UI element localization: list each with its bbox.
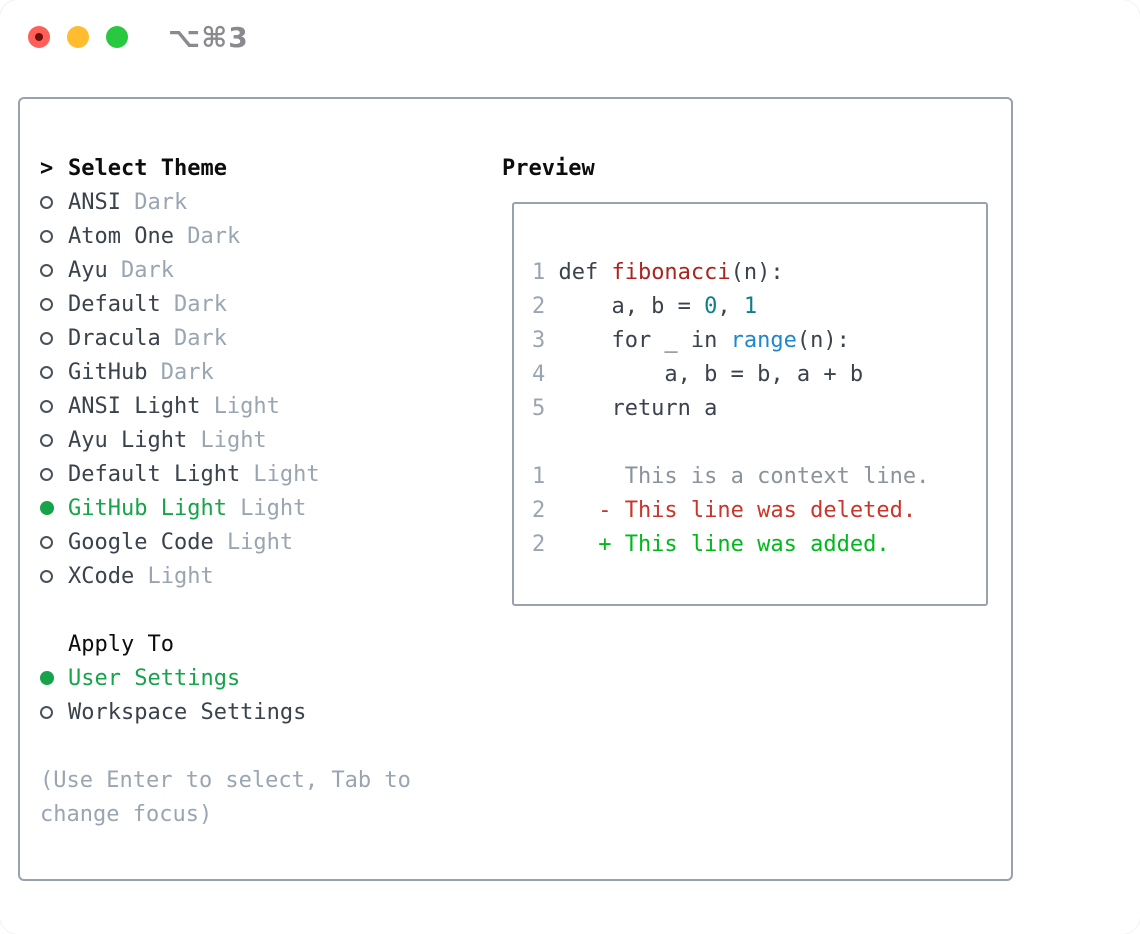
radio-icon <box>40 535 53 549</box>
radio-icon <box>40 433 53 447</box>
item-label: GitHub <box>68 359 148 385</box>
line-number: 4 <box>532 361 546 387</box>
apply-to-header: Apply To <box>40 627 490 661</box>
radio-icon <box>40 365 53 379</box>
line-number: 2 <box>532 531 546 557</box>
item-tag: Dark <box>120 257 174 283</box>
code-line: 4 a, b = b, a + b <box>532 361 864 387</box>
radio-icon <box>40 195 53 209</box>
theme-list-item[interactable]: Ayu Dark <box>40 253 490 287</box>
theme-list-item[interactable]: GitHub Dark <box>40 355 490 389</box>
theme-list-item[interactable]: Google Code Light <box>40 525 490 559</box>
item-tag: Dark <box>173 325 227 351</box>
theme-list-item[interactable]: Atom One Dark <box>40 219 490 253</box>
item-tag: Light <box>213 393 280 419</box>
code-line: 3 for _ in range(n): <box>532 327 850 353</box>
spacer <box>40 593 490 627</box>
radio-icon <box>40 399 53 413</box>
item-tag: Light <box>240 495 307 521</box>
theme-list-item[interactable]: ANSI Dark <box>40 185 490 219</box>
zoom-button[interactable] <box>106 26 128 48</box>
line-number: 2 <box>532 497 546 523</box>
item-tag: Dark <box>134 189 188 215</box>
item-label: ANSI Light <box>68 393 201 419</box>
radio-icon <box>40 229 53 243</box>
apply-to-title: Apply To <box>68 631 174 657</box>
theme-list-item[interactable]: Ayu Light Light <box>40 423 490 457</box>
theme-list-item[interactable]: Default Light Light <box>40 457 490 491</box>
line-number: 2 <box>532 293 546 319</box>
code-line: 5 return a <box>532 395 718 421</box>
code-line: 1 This is a context line. <box>532 463 930 489</box>
item-label: User Settings <box>68 665 241 691</box>
window-title: ⌥⌘3 <box>168 20 249 54</box>
select-theme-title: Select Theme <box>68 155 227 181</box>
line-number: 3 <box>532 327 546 353</box>
item-label: GitHub Light <box>68 495 227 521</box>
item-label: Dracula <box>68 325 161 351</box>
line-number: 1 <box>532 259 546 285</box>
radio-icon <box>40 501 54 515</box>
radio-icon <box>40 263 53 277</box>
item-tag: Dark <box>187 223 241 249</box>
item-tag: Light <box>200 427 267 453</box>
theme-list-item[interactable]: XCode Light <box>40 559 490 593</box>
theme-list-item[interactable]: GitHub Light Light <box>40 491 490 525</box>
select-theme-header: > Select Theme <box>40 151 490 185</box>
item-tag: Light <box>147 563 214 589</box>
code-line: 2 a, b = 0, 1 <box>532 293 758 319</box>
code-line: 2 + This line was added. <box>532 531 890 557</box>
item-tag: Dark <box>160 359 214 385</box>
item-label: Ayu <box>68 257 108 283</box>
close-button[interactable] <box>28 26 50 48</box>
item-label: Ayu Light <box>68 427 188 453</box>
item-label: Google Code <box>68 529 214 555</box>
radio-icon <box>40 467 53 481</box>
item-label: Default <box>68 291 161 317</box>
help-text-line-1: (Use Enter to select, Tab to <box>40 767 411 793</box>
preview-title: Preview <box>502 155 595 181</box>
titlebar: ⌥⌘3 <box>0 0 1140 74</box>
line-number: 1 <box>532 463 546 489</box>
radio-icon <box>40 569 53 583</box>
code-line: 2 - This line was deleted. <box>532 497 917 523</box>
prompt-icon: > <box>40 155 54 181</box>
item-label: ANSI <box>68 189 121 215</box>
apply-to-list: User Settings Workspace Settings <box>40 661 490 729</box>
item-label: Default Light <box>68 461 241 487</box>
item-label: XCode <box>68 563 135 589</box>
theme-list-item[interactable]: ANSI Light Light <box>40 389 490 423</box>
item-tag: Dark <box>173 291 227 317</box>
radio-icon <box>40 705 53 719</box>
radio-icon <box>40 297 53 311</box>
radio-icon <box>40 671 54 685</box>
item-label: Workspace Settings <box>68 699 307 725</box>
line-number: 5 <box>532 395 546 421</box>
item-tag: Light <box>253 461 320 487</box>
theme-list-item[interactable]: Default Dark <box>40 287 490 321</box>
theme-list-item[interactable]: Dracula Dark <box>40 321 490 355</box>
minimize-button[interactable] <box>67 26 89 48</box>
help-text-line-2: change focus) <box>40 801 213 827</box>
item-label: Atom One <box>68 223 174 249</box>
code-line <box>532 425 986 459</box>
apply-to-option[interactable]: Workspace Settings <box>40 695 490 729</box>
spacer <box>40 729 490 763</box>
radio-icon <box>40 331 53 345</box>
item-tag: Light <box>226 529 294 555</box>
unsaved-dot-icon <box>35 33 43 41</box>
apply-to-option[interactable]: User Settings <box>40 661 490 695</box>
